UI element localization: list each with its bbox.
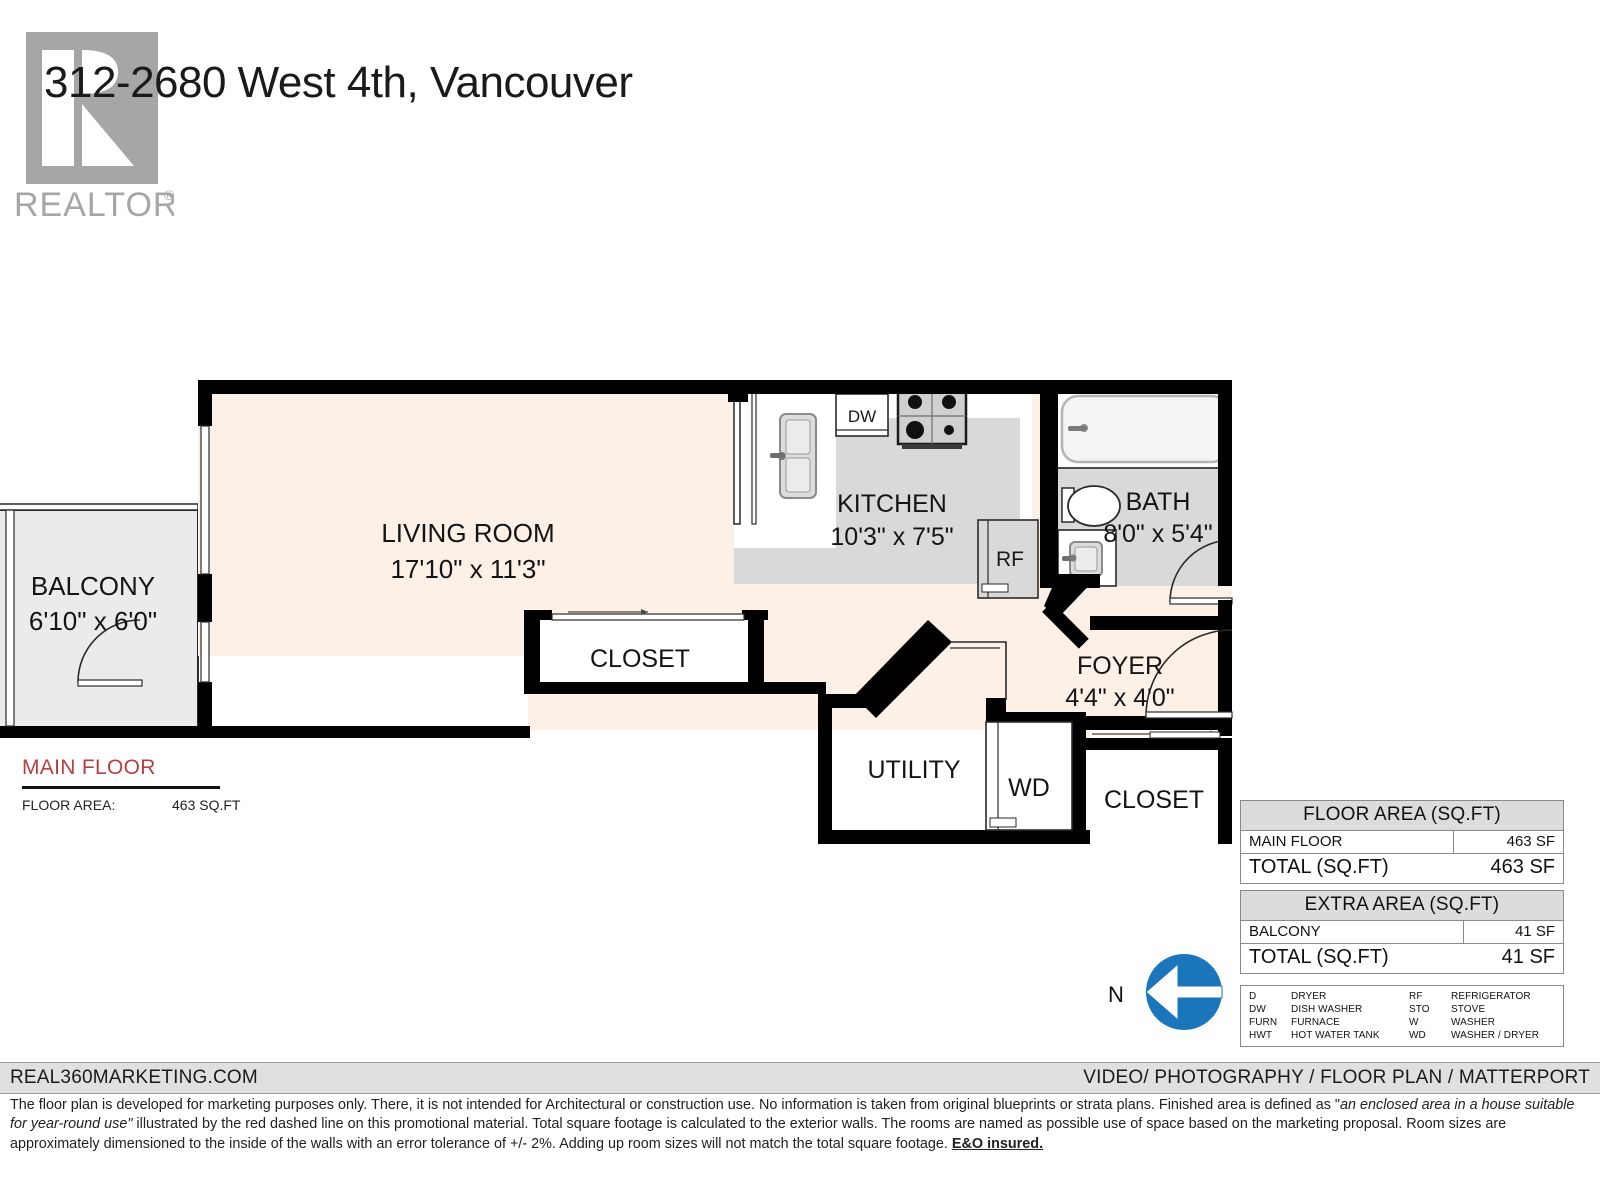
room-dims-living-room: 17'10" x 11'3" (390, 554, 545, 584)
table-row-total: TOTAL (SQ.FT) 463 SF (1241, 854, 1563, 884)
extra-area-table: EXTRA AREA (SQ.FT) BALCONY 41 SF TOTAL (… (1240, 890, 1564, 974)
floor-area-row-value: 463 SF (1452, 830, 1563, 854)
compass-rose-icon (1145, 954, 1223, 1030)
legend-abbr: FURN (1249, 1017, 1278, 1028)
kitchen-shape: DW RF (733, 386, 1039, 599)
main-floor-area-row: FLOOR AREA: 463 SQ.FT (22, 797, 282, 813)
floor-area-total-value: 463 SF (1490, 856, 1555, 878)
room-label-closet-1: CLOSET (590, 645, 690, 673)
floor-area-key: FLOOR AREA: (22, 797, 116, 813)
foyer-entry-door (1145, 629, 1233, 719)
legend-full: HOT WATER TANK (1291, 1030, 1380, 1041)
legend-row: DW DISH WASHER STO STOVE (1241, 1003, 1563, 1016)
footer-services: VIDEO/ PHOTOGRAPHY / FLOOR PLAN / MATTER… (1083, 1067, 1590, 1088)
legend-abbr2: WD (1409, 1030, 1426, 1041)
washer-dryer-icon (985, 721, 1073, 831)
disclaimer-italic: an enclosed area in a house suitable for… (10, 1097, 1575, 1133)
closet-1-slider (568, 609, 648, 615)
main-floor-label: MAIN FLOOR (22, 756, 156, 779)
legend-row: D DRYER RF REFRIGERATOR (1241, 990, 1563, 1003)
floor-area-row-label: MAIN FLOOR (1241, 830, 1454, 854)
legend-abbr: HWT (1249, 1030, 1273, 1041)
bathroom-shape (1057, 390, 1233, 605)
legend-full: DRYER (1291, 991, 1327, 1002)
closet-2-slider (1092, 730, 1221, 739)
utility-door (950, 641, 1007, 700)
room-label-living-room: LIVING ROOM (381, 518, 554, 548)
closet-2-fill (1086, 750, 1232, 842)
legend-full: FURNACE (1291, 1017, 1341, 1028)
legend-abbr2: STO (1409, 1004, 1430, 1015)
floor-area-table-header: FLOOR AREA (SQ.FT) (1241, 801, 1563, 831)
legend-full2: STOVE (1451, 1004, 1486, 1015)
table-row: MAIN FLOOR 463 SF (1241, 830, 1563, 854)
floor-area-table: FLOOR AREA (SQ.FT) MAIN FLOOR 463 SF TOT… (1240, 800, 1564, 884)
legend-full2: WASHER (1451, 1017, 1496, 1028)
disclaimer-bold: E&O insured. (951, 1135, 1044, 1152)
legend-row: FURN FURNACE W WASHER (1241, 1016, 1563, 1029)
legend-abbr2: W (1409, 1017, 1419, 1028)
compass: N (1108, 952, 1238, 1044)
floor-plan-drawing: DW RF (0, 330, 1600, 890)
realtor-logo-text: REALTOR (14, 186, 174, 224)
room-dims-balcony: 6'10" x 6'0" (29, 606, 157, 636)
legend-abbr: DW (1249, 1004, 1266, 1015)
balcony-shape (0, 503, 199, 738)
page-title: 312-2680 West 4th, Vancouver (44, 58, 633, 107)
footer-website[interactable]: REAL360MARKETING.COM (10, 1067, 258, 1088)
room-label-foyer: FOYER (1077, 652, 1163, 680)
legend-full2: REFRIGERATOR (1451, 991, 1531, 1002)
room-label-balcony: BALCONY (31, 571, 155, 601)
disclaimer-text: The floor plan is developed for marketin… (10, 1096, 1592, 1154)
legend-row: HWT HOT WATER TANK WD WASHER / DRYER (1241, 1029, 1563, 1042)
disclaimer-part1: The floor plan is developed for marketin… (10, 1097, 1341, 1113)
stove-icon (896, 386, 968, 449)
extra-area-row-value: 41 SF (1463, 920, 1563, 944)
floor-area-total-label: TOTAL (SQ.FT) (1249, 856, 1389, 878)
floor-area-value: 463 SQ.FT (172, 797, 241, 813)
room-dims-kitchen: 10'3" x 7'5" (830, 523, 953, 551)
extra-area-total-label: TOTAL (SQ.FT) (1249, 946, 1389, 968)
closet-1-fill (530, 616, 758, 690)
room-dims-bath: 8'0" x 5'4" (1103, 520, 1212, 548)
kitchen-sink-icon (770, 413, 817, 499)
legend-abbr2: RF (1409, 991, 1423, 1002)
legend-abbr: D (1249, 991, 1257, 1002)
extra-area-row-label: BALCONY (1241, 920, 1464, 944)
room-label-kitchen: KITCHEN (837, 490, 947, 518)
table-row-total: TOTAL (SQ.FT) 41 SF (1241, 944, 1563, 974)
walls (198, 380, 1232, 844)
room-label-utility: UTILITY (867, 756, 960, 784)
room-label-bath: BATH (1126, 488, 1191, 516)
refrigerator-label: RF (996, 548, 1024, 571)
room-label-closet-2: CLOSET (1104, 786, 1204, 814)
extra-area-table-header: EXTRA AREA (SQ.FT) (1241, 891, 1563, 921)
dishwasher-label: DW (848, 407, 876, 426)
footer-bar: REAL360MARKETING.COM VIDEO/ PHOTOGRAPHY … (0, 1062, 1600, 1094)
extra-area-total-value: 41 SF (1501, 946, 1555, 968)
compass-north-label: N (1108, 982, 1124, 1007)
dishwasher-icon: DW (835, 393, 889, 437)
room-dims-foyer: 4'4" x 4'0" (1065, 684, 1174, 712)
table-row: BALCONY 41 SF (1241, 920, 1563, 944)
washer-dryer-label: WD (1008, 774, 1050, 802)
toilet-icon (1061, 485, 1121, 527)
disclaimer-part2: illustrated by the red dashed line on th… (10, 1116, 1507, 1152)
svg-text:®: ® (164, 187, 174, 203)
legend-full2: WASHER / DRYER (1451, 1030, 1540, 1041)
bathtub-icon (1060, 394, 1230, 464)
legend-full: DISH WASHER (1291, 1004, 1363, 1015)
main-floor-underline (22, 786, 220, 789)
main-floor-caption: MAIN FLOOR FLOOR AREA: 463 SQ.FT (22, 756, 282, 813)
realtor-logo: REALTOR ® (14, 32, 174, 224)
abbreviation-legend: D DRYER RF REFRIGERATOR DW DISH WASHER S… (1240, 985, 1564, 1047)
refrigerator-icon: RF (977, 519, 1039, 599)
